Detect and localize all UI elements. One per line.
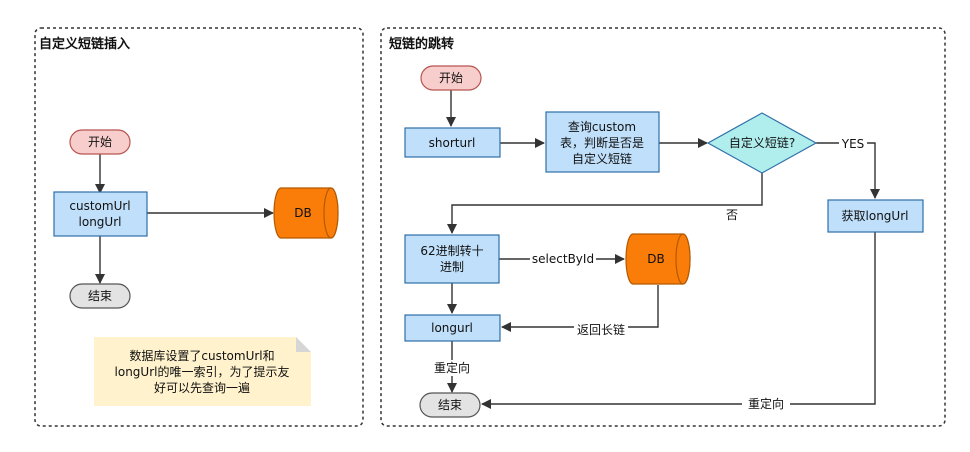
right-db-node: DB bbox=[625, 233, 691, 285]
note-node: 数据库设置了customUrl和 longUrl的唯一索引，为了提示友 好可以先… bbox=[94, 337, 311, 406]
right-panel-frame bbox=[380, 27, 946, 427]
right-end-node bbox=[419, 392, 481, 418]
query-custom-node bbox=[545, 111, 660, 173]
longurl-node bbox=[404, 314, 501, 342]
label-return-long: 返回长链 bbox=[577, 322, 625, 337]
longurl-label: longurl bbox=[431, 321, 473, 335]
query-label-3: 自定义短链 bbox=[572, 151, 632, 166]
note-line-2: longUrl的唯一索引，为了提示友 bbox=[115, 364, 290, 379]
shorturl-node bbox=[404, 127, 501, 158]
edge-getlong-to-end bbox=[481, 232, 876, 409]
params-node bbox=[53, 191, 148, 237]
left-db-label: DB bbox=[294, 206, 311, 220]
left-start-node bbox=[69, 129, 131, 155]
right-start-label: 开始 bbox=[439, 71, 463, 85]
query-label-1: 查询custom bbox=[568, 120, 636, 134]
right-db-label: DB bbox=[647, 252, 664, 266]
left-panel-frame bbox=[34, 27, 364, 427]
base62-label-1: 62进制转十 bbox=[420, 243, 483, 258]
note-line-3: 好可以先查询一遍 bbox=[154, 381, 250, 395]
label-select-by-id: selectById bbox=[532, 252, 594, 266]
label-yes: YES bbox=[841, 137, 865, 151]
left-start-label: 开始 bbox=[88, 135, 112, 149]
right-panel-title: 短链的跳转 bbox=[389, 36, 454, 52]
params-label-2: longUrl bbox=[79, 215, 122, 229]
left-end-node bbox=[69, 283, 131, 309]
left-panel: 自定义短链插入 开始 customUrl longUrl DB 结束 数据库设置… bbox=[34, 27, 364, 427]
decision-node bbox=[706, 112, 818, 174]
label-redirect-1: 重定向 bbox=[434, 360, 470, 375]
edge-db-to-longurl bbox=[501, 285, 659, 332]
get-longurl-node bbox=[827, 199, 924, 233]
right-end-label: 结束 bbox=[438, 398, 462, 412]
right-start-node bbox=[420, 65, 482, 91]
decision-label: 自定义短链? bbox=[729, 135, 795, 150]
get-longurl-label: 获取longUrl bbox=[842, 209, 909, 223]
label-redirect-2: 重定向 bbox=[748, 396, 784, 411]
query-label-2: 表，判断是否是 bbox=[560, 135, 644, 150]
note-line-1: 数据库设置了customUrl和 bbox=[129, 348, 274, 363]
params-label-1: customUrl bbox=[69, 199, 130, 213]
shorturl-label: shorturl bbox=[429, 136, 476, 150]
left-panel-title: 自定义短链插入 bbox=[39, 36, 130, 52]
edge-decision-yes bbox=[816, 142, 880, 199]
base62-label-2: 进制 bbox=[440, 260, 464, 274]
base62-node bbox=[404, 234, 500, 284]
left-end-label: 结束 bbox=[88, 289, 112, 303]
label-no: 否 bbox=[726, 208, 738, 222]
right-panel: 短链的跳转 YES 否 selectById 返回长链 重定向 重定向 开始 s… bbox=[380, 27, 946, 427]
left-db-node: DB bbox=[273, 187, 339, 239]
edge-decision-no bbox=[447, 173, 763, 234]
